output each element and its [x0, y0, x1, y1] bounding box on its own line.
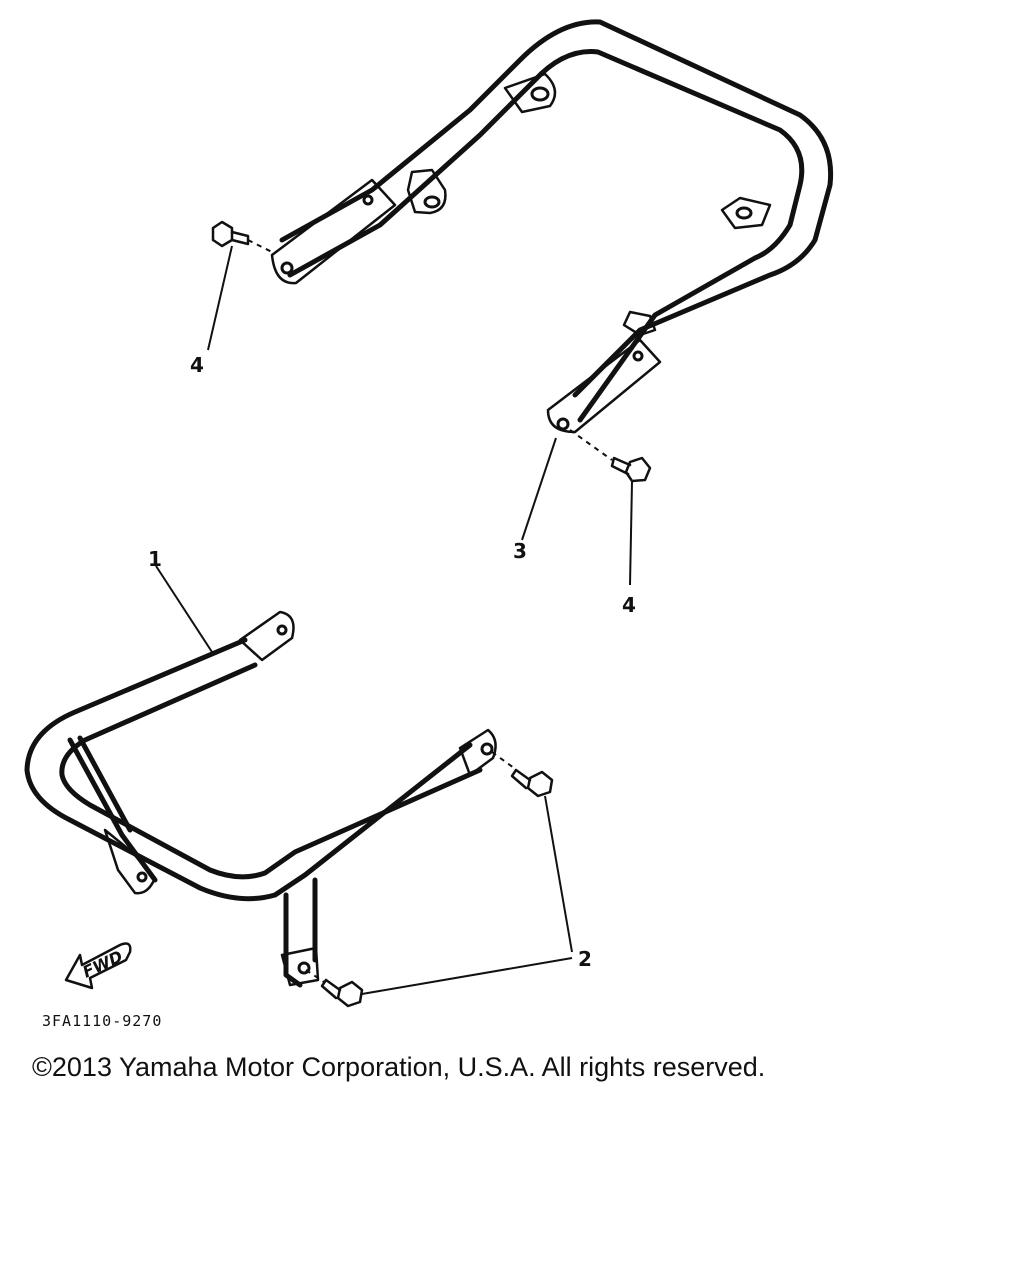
copyright-notice: ©2013 Yamaha Motor Corporation, U.S.A. A…	[32, 1052, 766, 1082]
bracket-hole	[136, 871, 148, 883]
callout-4-right: 4	[622, 593, 636, 617]
callout-3: 3	[513, 539, 527, 563]
callout-2: 2	[578, 947, 592, 971]
callout-4-upper: 4	[190, 353, 204, 377]
bracket-hole	[280, 261, 294, 275]
front-guard-lower	[24, 610, 497, 988]
tab-hole	[530, 86, 550, 102]
callout-1: 1	[148, 547, 162, 571]
tab-hole	[423, 195, 441, 209]
bracket-hole	[632, 350, 644, 362]
fwd-arrow-icon: FWD	[64, 942, 132, 990]
leader-4-right	[629, 481, 633, 586]
bracket-hole	[362, 194, 374, 206]
leader-3	[521, 437, 557, 541]
leader-1	[155, 565, 213, 653]
drawing-code: 3FA1110-9270	[42, 1012, 162, 1030]
rear-guard-upper	[270, 19, 834, 434]
bolt-2-lower	[305, 969, 364, 1008]
bracket-hole	[276, 624, 288, 636]
tab-hole	[735, 206, 753, 220]
bracket-hole	[556, 417, 570, 431]
leader-4-upper	[207, 245, 233, 351]
bracket-hole	[480, 742, 494, 756]
fwd-label: FWD	[80, 947, 126, 982]
bolt-4-upper	[211, 220, 273, 253]
bolt-4-right	[569, 429, 652, 483]
leader-2b	[361, 957, 573, 995]
leader-2a	[544, 795, 573, 953]
bolt-2-upper	[491, 751, 554, 798]
